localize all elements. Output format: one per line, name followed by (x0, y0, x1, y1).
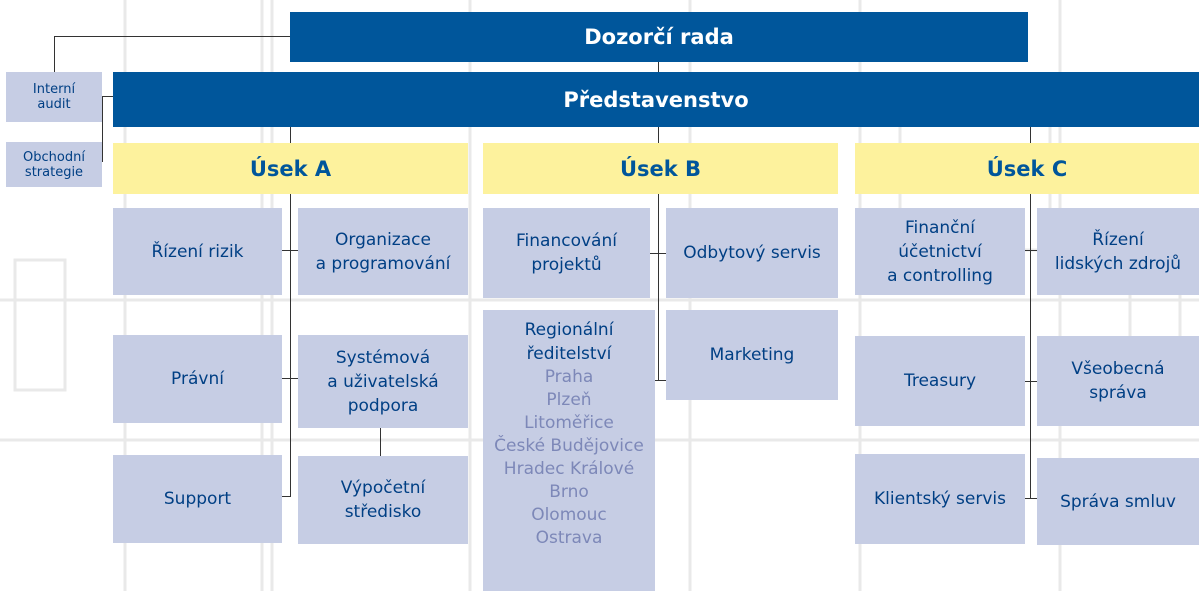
unit-computing-center: Výpočetní středisko (298, 456, 468, 544)
connector-line (282, 250, 298, 251)
unit-label: Výpočetní středisko (340, 478, 426, 522)
unit-label: Všeobecná správa (1071, 359, 1165, 403)
unit-client-service: Klientský servis (855, 454, 1025, 544)
connector-line (290, 194, 291, 496)
section-c-header: Úsek C (855, 143, 1199, 194)
connector-line (658, 127, 659, 143)
unit-treasury: Treasury (855, 336, 1025, 426)
internal-audit-box: Interní audit (6, 72, 102, 122)
connector-line (658, 194, 659, 380)
connector-line (650, 380, 666, 381)
connector-line (1023, 250, 1037, 251)
city-item: České Budějovice (494, 436, 644, 456)
unit-label: Klientský servis (874, 489, 1006, 509)
connector-line (282, 378, 298, 379)
unit-system-user-support: Systémová a uživatelská podpora (298, 335, 468, 428)
connector-line (380, 428, 381, 456)
unit-general-administration: Všeobecná správa (1037, 336, 1199, 426)
supervisory-board-label: Dozorčí rada (584, 25, 734, 49)
unit-label: Správa smluv (1060, 491, 1176, 512)
section-b-title: Úsek B (619, 156, 702, 181)
connector-line (1023, 381, 1037, 382)
city-item: Hradec Králové (503, 459, 635, 479)
unit-label: Regionální ředitelství (524, 320, 614, 364)
connector-line (1030, 194, 1031, 498)
unit-organization-programming: Organizace a programování (298, 208, 468, 295)
city-item: Plzeň (546, 390, 592, 410)
unit-label: Řízení lidských zdrojů (1054, 229, 1182, 274)
unit-label: Financování projektů (516, 231, 617, 275)
unit-financial-accounting: Finanční účetnictví a controlling (855, 208, 1025, 295)
unit-project-financing: Financování projektů (483, 208, 650, 298)
unit-label: Systémová a uživatelská podpora (327, 347, 439, 416)
unit-label: Marketing (709, 345, 795, 365)
city-list: Praha Plzeň Litoměřice České Budějovice … (494, 366, 644, 550)
connector-line (1023, 498, 1037, 499)
unit-legal: Právní (113, 335, 282, 423)
section-b-header: Úsek B (483, 143, 838, 194)
section-c-title: Úsek C (986, 156, 1068, 181)
connector-line (650, 253, 666, 254)
connector-line (1030, 127, 1031, 143)
unit-label: Support (163, 489, 232, 509)
unit-risk-management: Řízení rizik (113, 208, 282, 295)
unit-human-resources: Řízení lidských zdrojů (1037, 208, 1199, 295)
unit-label: Odbytový servis (683, 243, 821, 263)
unit-support: Support (113, 455, 282, 543)
connector-line (54, 36, 290, 37)
unit-marketing: Marketing (666, 310, 838, 400)
city-item: Praha (544, 367, 594, 387)
unit-contract-management: Správa smluv (1037, 458, 1199, 545)
city-item: Ostrava (535, 528, 603, 548)
unit-label: Finanční účetnictví a controlling (887, 217, 993, 286)
supervisory-board-box: Dozorčí rada (290, 12, 1028, 62)
unit-regional-directorate: Regionální ředitelství Praha Plzeň Litom… (483, 310, 655, 591)
section-a-title: Úsek A (249, 156, 332, 181)
management-board-label: Představenstvo (563, 87, 749, 112)
city-item: Brno (549, 482, 589, 502)
management-board-box: Představenstvo (113, 72, 1199, 127)
unit-label: Organizace a programování (315, 229, 451, 274)
internal-audit-label: Interní audit (32, 82, 76, 112)
connector-line (282, 496, 291, 497)
unit-label: Řízení rizik (151, 241, 244, 262)
business-strategy-label: Obchodní strategie (23, 149, 85, 180)
connector-line (290, 127, 291, 143)
connector-line (102, 96, 103, 162)
unit-label: Právní (171, 369, 224, 389)
unit-sales-service: Odbytový servis (666, 208, 838, 298)
connector-line (102, 96, 113, 97)
connector-line (658, 62, 659, 72)
business-strategy-box: Obchodní strategie (6, 142, 102, 187)
section-a-header: Úsek A (113, 143, 468, 194)
city-item: Olomouc (531, 505, 607, 525)
connector-line (54, 36, 55, 72)
unit-label: Treasury (903, 371, 977, 391)
city-item: Litoměřice (524, 413, 614, 433)
